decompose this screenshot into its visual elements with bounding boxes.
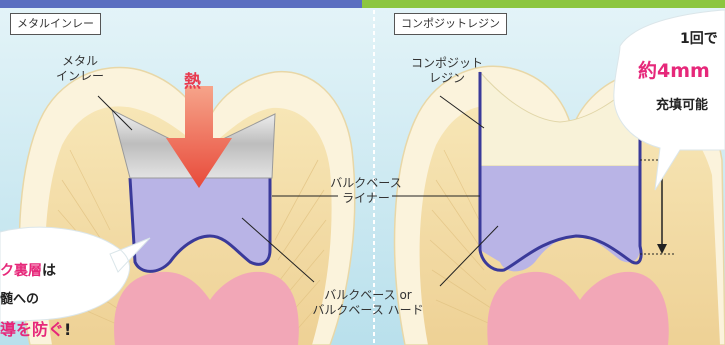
- label-composite-resin: コンポジット レジン: [400, 56, 494, 86]
- right-bubble-line2: 約4mm: [638, 56, 710, 83]
- right-top-bar: [362, 0, 725, 8]
- label-bulk-base-liner: バルクベース ライナー: [326, 176, 406, 206]
- left-bubble-line2: 髄への: [0, 288, 39, 307]
- right-panel-tag: コンポジットレジン: [394, 13, 507, 35]
- left-bubble-rest-3: !: [64, 320, 71, 339]
- right-bubble-line1: 1回で: [680, 28, 718, 48]
- left-bubble-rest-1: は: [42, 263, 56, 279]
- left-bubble-highlight-3: 導を防ぐ: [0, 320, 64, 339]
- left-panel-tag: メタルインレー: [10, 13, 101, 35]
- label-bulk-base-or-hard: バルクベース or バルクベース ハード: [300, 288, 436, 318]
- left-top-bar: [0, 0, 362, 8]
- left-bubble-highlight-1: ク裏層: [0, 263, 42, 279]
- left-bubble-line3: 導を防ぐ!: [0, 316, 71, 340]
- right-bubble-line3: 充填可能: [656, 94, 708, 113]
- label-heat: 熱: [184, 67, 201, 92]
- left-bubble-line1: ク裏層は: [0, 260, 56, 280]
- label-metal-inlay: メタル インレー: [40, 54, 120, 84]
